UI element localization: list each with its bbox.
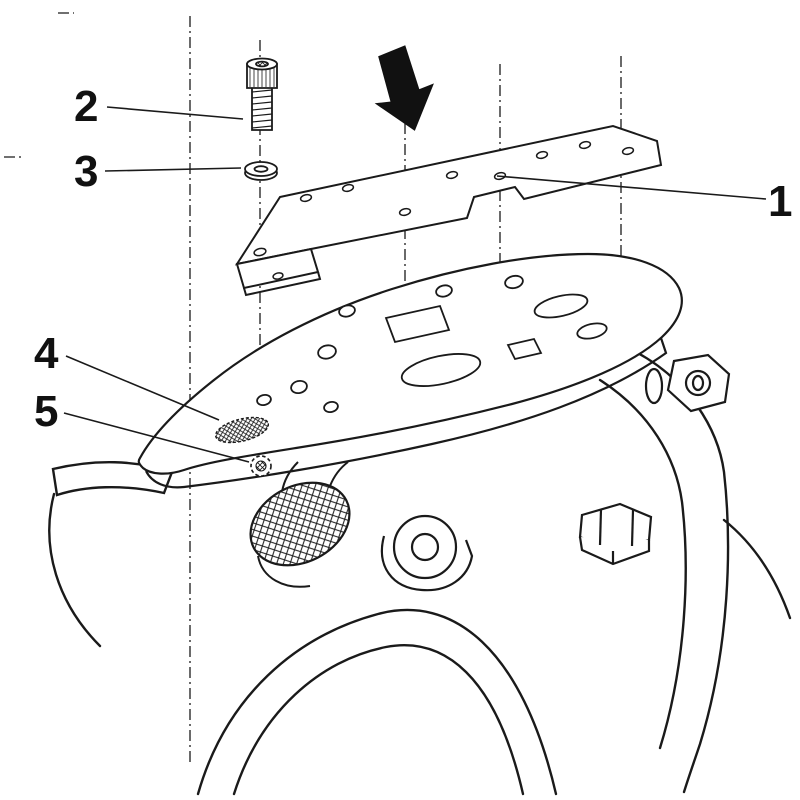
washer <box>244 161 278 181</box>
rack-holes <box>256 274 608 414</box>
insertion-arrow-icon <box>374 45 434 131</box>
grab-rail-outer <box>196 608 558 796</box>
leader-part-5 <box>63 412 250 463</box>
leader-part-1 <box>496 175 767 200</box>
part-label-5: 5 <box>34 387 58 436</box>
bolt-head-hatch <box>249 65 275 87</box>
bolt-threads <box>251 89 273 129</box>
bracket-top-face <box>234 124 663 266</box>
part-label-2: 2 <box>74 82 98 131</box>
rack-platform <box>137 252 683 489</box>
part-labels: 2 3 1 4 5 <box>34 82 792 436</box>
adjustment-knob <box>249 461 351 588</box>
bracket-holes <box>253 140 635 280</box>
leader-part-4 <box>65 355 220 421</box>
bolt-socket <box>255 60 269 68</box>
leader-lines <box>63 106 767 463</box>
part-label-1: 1 <box>768 177 792 226</box>
part-label-4: 4 <box>34 329 59 378</box>
frame-boss <box>380 514 474 592</box>
right-flange-bolt <box>644 353 731 413</box>
part-label-3: 3 <box>74 147 98 196</box>
left-frame-curve <box>48 492 102 648</box>
right-support-inner <box>598 378 687 750</box>
leader-part-2 <box>106 106 244 120</box>
socket-head-bolt <box>246 57 278 131</box>
right-branch-tube <box>722 518 792 620</box>
right-support-outer <box>634 350 730 794</box>
leader-part-3 <box>104 167 242 172</box>
mounting-bracket <box>234 124 663 297</box>
rack-front-edge-thickness <box>145 337 668 489</box>
retaining-nut <box>250 455 272 477</box>
lower-hex-bolt <box>578 502 653 566</box>
grip-pad <box>214 416 270 444</box>
grab-rail-inner <box>232 644 525 796</box>
left-arm-tube <box>51 461 174 497</box>
